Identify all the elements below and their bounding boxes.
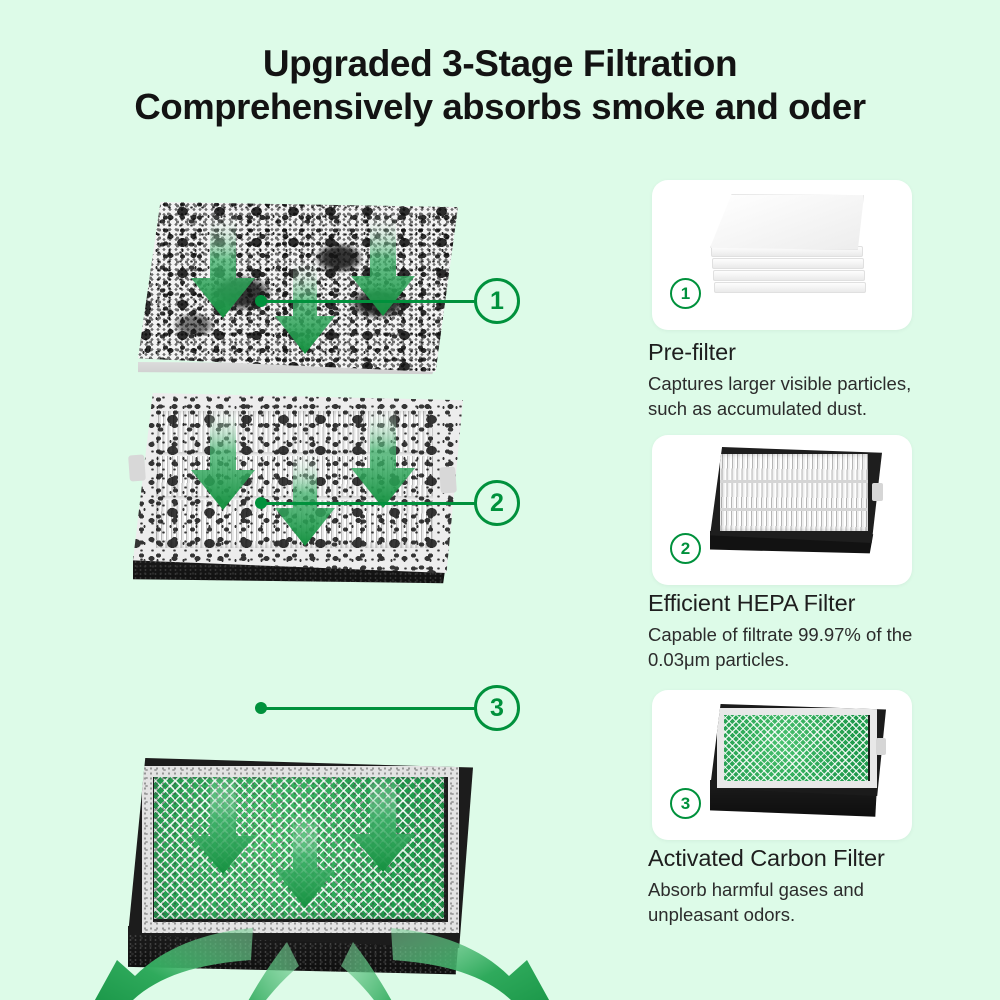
- callout-1-leader-line: [261, 300, 475, 303]
- callout-2-leader-line: [261, 502, 475, 505]
- airflow-arrows-layer-3: [191, 774, 415, 908]
- outflow-arrow-left-inner: [248, 942, 299, 1000]
- outflow-arrow-right-outer: [391, 928, 550, 1000]
- card-1-badge: 1: [670, 278, 701, 309]
- title-line-2: Comprehensively absorbs smoke and oder: [134, 86, 866, 127]
- card-3-badge: 3: [670, 788, 701, 819]
- dust-clump: [163, 307, 224, 344]
- card-hepa-filter[interactable]: 2: [652, 435, 912, 585]
- card-2-description: Capable of filtrate 99.97% of the 0.03μm…: [648, 624, 913, 670]
- airflow-arrows-layer-1: [191, 212, 415, 354]
- pre-filter-stack-image: [708, 194, 868, 314]
- airflow-arrows-layer-2: [191, 404, 415, 546]
- activated-carbon-image: [710, 704, 890, 828]
- callout-3-number: 3: [474, 685, 520, 731]
- title-line-1: Upgraded 3-Stage Filtration: [262, 43, 738, 84]
- card-1-title: Pre-filter: [648, 339, 736, 365]
- card-activated-carbon-filter[interactable]: 3: [652, 690, 912, 840]
- airflow-outflow-arrows: [94, 928, 550, 1000]
- outflow-arrow-left-outer: [94, 928, 253, 1000]
- filtration-diagram: 1 2: [0, 150, 620, 1000]
- card-1-description: Captures larger visible particles, such …: [648, 373, 912, 419]
- callout-1: 1: [255, 278, 530, 324]
- card-2-title: Efficient HEPA Filter: [648, 590, 856, 616]
- hepa-side-tab: [128, 454, 146, 482]
- card-3-title: Activated Carbon Filter: [648, 845, 885, 871]
- card-pre-filter[interactable]: 1: [652, 180, 912, 330]
- outflow-arrow-right-inner: [341, 942, 392, 1000]
- callout-3-leader-line: [261, 707, 475, 710]
- page-title: Upgraded 3-Stage Filtration Comprehensiv…: [0, 42, 1000, 128]
- card-2-badge: 2: [670, 533, 701, 564]
- callout-2-number: 2: [474, 480, 520, 526]
- callout-3: 3: [255, 685, 530, 731]
- callout-1-number: 1: [474, 278, 520, 324]
- callout-2: 2: [255, 480, 530, 526]
- carbon-rim: [141, 765, 460, 933]
- hepa-filter-image: [710, 447, 890, 569]
- card-3-description: Absorb harmful gases and unpleasant odor…: [648, 879, 864, 925]
